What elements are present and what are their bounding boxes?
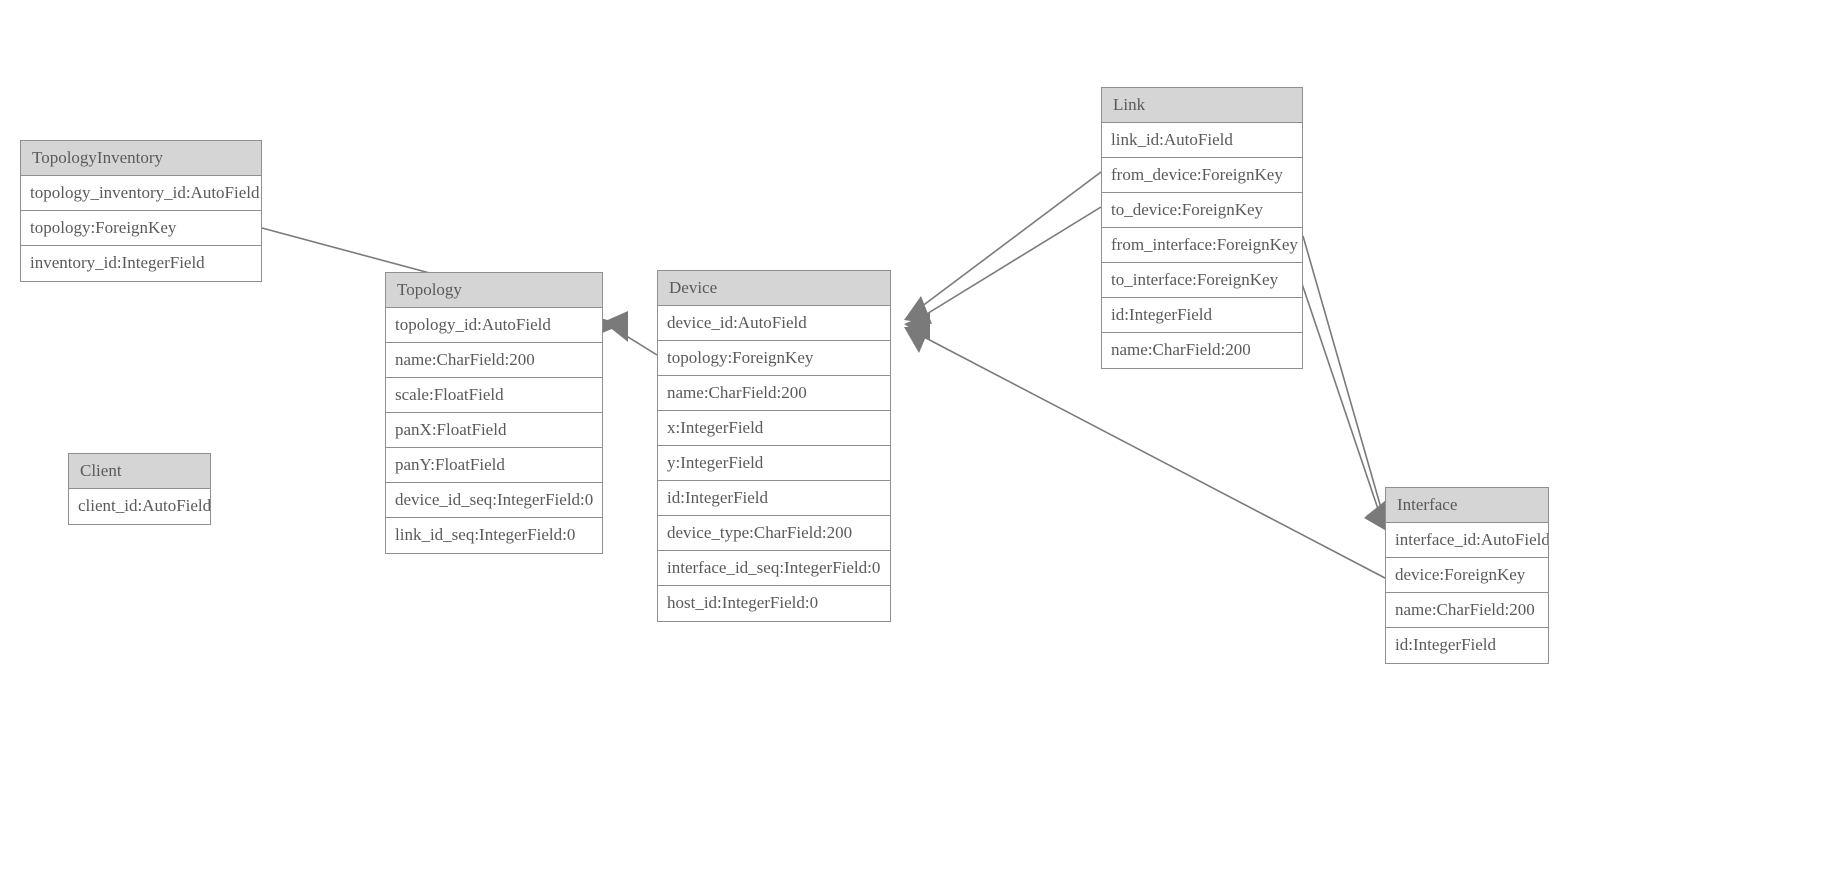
edge-link-from-device bbox=[904, 171, 1102, 324]
entity-field-row: id:IntegerField bbox=[1386, 628, 1548, 663]
entity-field-row: scale:FloatField bbox=[386, 378, 602, 413]
entity-field-row: link_id:AutoField bbox=[1102, 123, 1302, 158]
entity-field-row: panX:FloatField bbox=[386, 413, 602, 448]
entity-field-row: client_id:AutoField bbox=[69, 489, 210, 524]
entity-title: Link bbox=[1102, 88, 1302, 123]
entity-field-row: device_id_seq:IntegerField:0 bbox=[386, 483, 602, 518]
entity-topology[interactable]: Topology topology_id:AutoField name:Char… bbox=[385, 272, 603, 554]
entity-field-row: to_interface:ForeignKey bbox=[1102, 263, 1302, 298]
entity-field-row: id:IntegerField bbox=[1102, 298, 1302, 333]
entity-client[interactable]: Client client_id:AutoField bbox=[68, 453, 211, 525]
entity-title: Client bbox=[69, 454, 210, 489]
entity-field-row: name:CharField:200 bbox=[658, 376, 890, 411]
entity-field-row: x:IntegerField bbox=[658, 411, 890, 446]
entity-field-row: interface_id:AutoField bbox=[1386, 523, 1548, 558]
entity-field-row: from_device:ForeignKey bbox=[1102, 158, 1302, 193]
entity-link[interactable]: Link link_id:AutoField from_device:Forei… bbox=[1101, 87, 1303, 369]
entity-field-row: name:CharField:200 bbox=[1102, 333, 1302, 368]
entity-field-row: y:IntegerField bbox=[658, 446, 890, 481]
entity-field-row: id:IntegerField bbox=[658, 481, 890, 516]
entity-field-row: inventory_id:IntegerField bbox=[21, 246, 261, 281]
edge-device-topology bbox=[603, 311, 658, 356]
entity-interface[interactable]: Interface interface_id:AutoField device:… bbox=[1385, 487, 1549, 664]
entity-field-row: to_device:ForeignKey bbox=[1102, 193, 1302, 228]
edge-link-to-device bbox=[904, 206, 1102, 341]
entity-field-row: device_id:AutoField bbox=[658, 306, 890, 341]
entity-title: Device bbox=[658, 271, 890, 306]
entity-field-row: host_id:IntegerField:0 bbox=[658, 586, 890, 621]
edge-link-from-interface bbox=[1302, 235, 1390, 533]
entity-field-row: topology_inventory_id:AutoField bbox=[21, 176, 261, 211]
entity-field-row: link_id_seq:IntegerField:0 bbox=[386, 518, 602, 553]
entity-field-row: from_interface:ForeignKey bbox=[1102, 228, 1302, 263]
entity-field-row: topology:ForeignKey bbox=[658, 341, 890, 376]
edge-link-to-interface bbox=[1295, 265, 1390, 533]
entity-field-row: topology:ForeignKey bbox=[21, 211, 261, 246]
entity-field-row: name:CharField:200 bbox=[386, 343, 602, 378]
entity-device[interactable]: Device device_id:AutoField topology:Fore… bbox=[657, 270, 891, 622]
entity-field-row: device:ForeignKey bbox=[1386, 558, 1548, 593]
entity-field-row: device_type:CharField:200 bbox=[658, 516, 890, 551]
entity-field-row: name:CharField:200 bbox=[1386, 593, 1548, 628]
entity-title: Interface bbox=[1386, 488, 1548, 523]
entity-field-row: interface_id_seq:IntegerField:0 bbox=[658, 551, 890, 586]
entity-field-row: panY:FloatField bbox=[386, 448, 602, 483]
entity-title: Topology bbox=[386, 273, 602, 308]
entity-topology-inventory[interactable]: TopologyInventory topology_inventory_id:… bbox=[20, 140, 262, 282]
entity-title: TopologyInventory bbox=[21, 141, 261, 176]
entity-field-row: topology_id:AutoField bbox=[386, 308, 602, 343]
